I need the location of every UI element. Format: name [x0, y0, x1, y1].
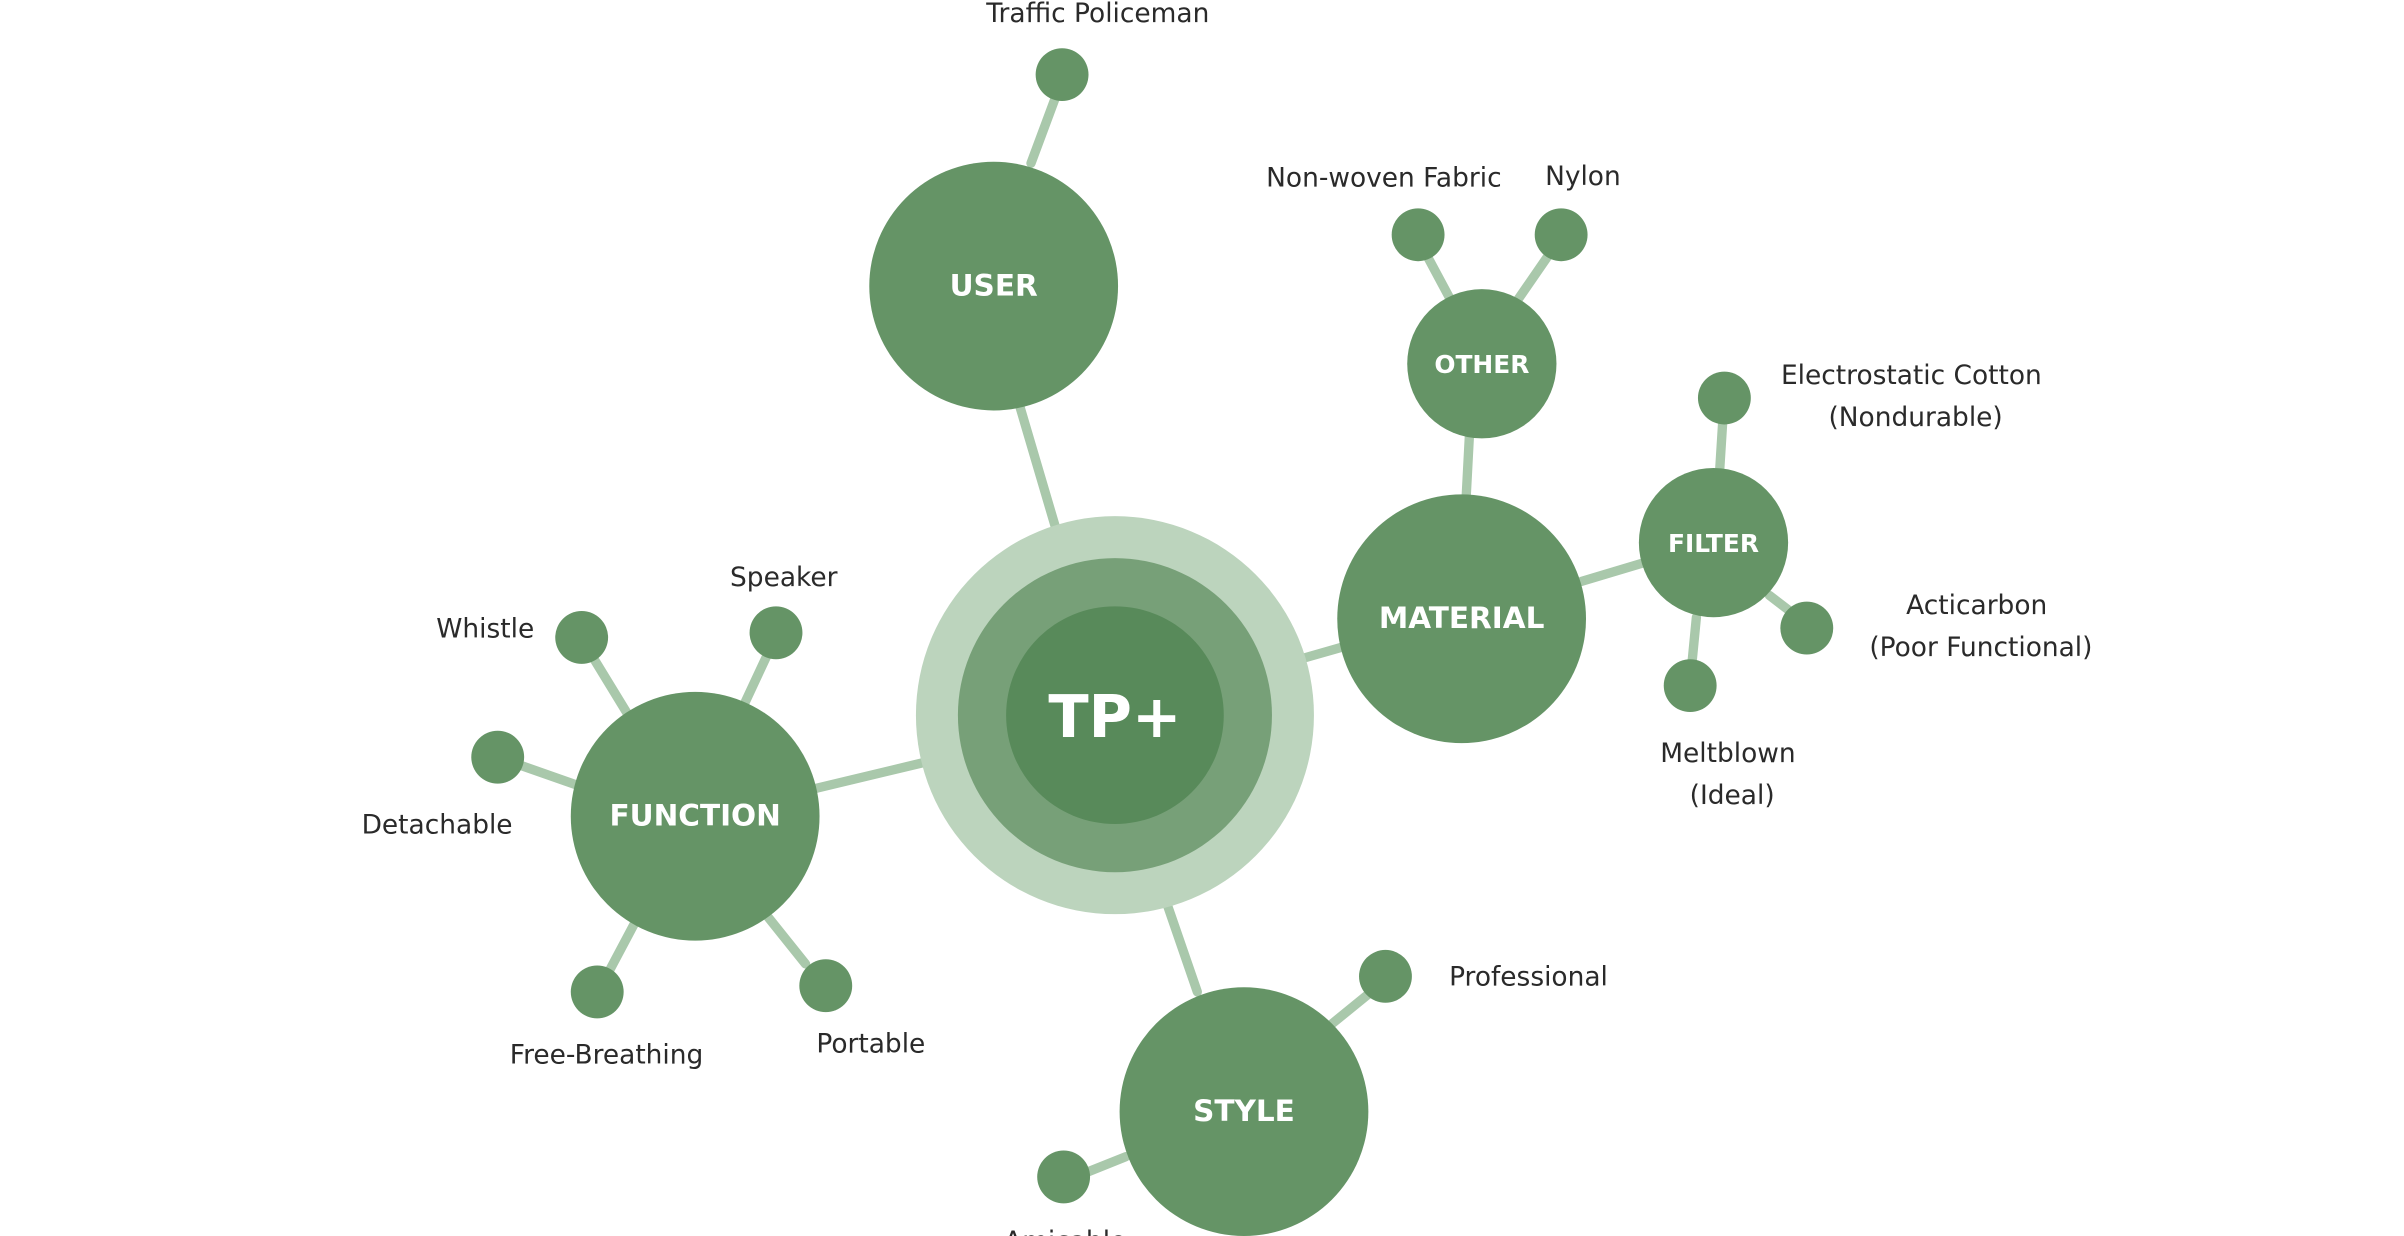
leaf-label-amicable: Amicable: [1004, 1226, 1126, 1236]
leaf-dot-free-breathing: [570, 965, 624, 1019]
leaf-dot-meltblown: [1663, 659, 1717, 713]
connector-function-portable: [763, 912, 811, 969]
filter-node: [1638, 467, 1789, 618]
connector-function-whistle: [589, 654, 633, 720]
connector-style-amicable: [1082, 1152, 1131, 1177]
leaf-label-meltblown: Meltblown (Ideal): [1660, 738, 1804, 811]
connector-hub-style: [1161, 897, 1203, 997]
connector-filter-electrostatic-cotton: [1715, 415, 1728, 475]
connector-hub-user: [1015, 402, 1061, 534]
connector-style-professional: [1326, 985, 1378, 1030]
leaf-label-traffic-policeman: Traffic Policeman: [985, 0, 1209, 29]
leaf-label-meltblown-line1: Meltblown: [1660, 738, 1795, 769]
leaf-label-acticarbon-line2: (Poor Functional): [1869, 632, 2092, 663]
filter-node-title: FILTER: [1668, 529, 1759, 558]
leaf-dots: [471, 48, 1834, 1204]
connector-function-detachable: [514, 760, 582, 790]
function-node: [570, 691, 820, 941]
leaf-label-whistle: Whistle: [436, 613, 534, 644]
leaf-label-speaker: Speaker: [730, 562, 838, 593]
material-node: [1337, 494, 1587, 744]
branch-material: MATERIAL: [1337, 494, 1587, 744]
leaf-dot-detachable: [471, 730, 525, 784]
leaf-label-electrostatic-cotton: Electrostatic Cotton (Nondurable): [1781, 360, 2050, 433]
leaf-dot-speaker: [749, 606, 803, 660]
connector-material-filter: [1576, 558, 1649, 587]
leaf-label-portable: Portable: [816, 1029, 925, 1060]
branch-style: STYLE: [1119, 987, 1369, 1236]
connector-other-non-woven-fabric: [1422, 251, 1456, 305]
leaf-label-electrostatic-cotton-line1: Electrostatic Cotton: [1781, 360, 2042, 391]
leaf-label-electrostatic-cotton-line2: (Nondurable): [1828, 402, 2002, 433]
leaf-dot-electrostatic-cotton: [1697, 371, 1751, 425]
hub-title: TP+: [1048, 682, 1181, 751]
connectors: [514, 91, 1801, 1177]
branch-other: OTHER: [1407, 289, 1557, 439]
connector-function-free-breathing: [604, 915, 641, 975]
leaf-dot-acticarbon: [1780, 601, 1834, 655]
leaf-dot-portable: [799, 959, 853, 1013]
other-node: [1407, 289, 1557, 439]
connector-filter-meltblown: [1687, 612, 1702, 671]
leaf-label-non-woven-fabric: Non-woven Fabric: [1266, 163, 1502, 194]
leaf-label-meltblown-line2: (Ideal): [1690, 780, 1775, 811]
leaf-dot-amicable: [1037, 1150, 1091, 1204]
function-node-title: FUNCTION: [609, 799, 780, 833]
other-node-title: OTHER: [1434, 350, 1529, 379]
leaf-dot-non-woven-fabric: [1391, 208, 1445, 262]
user-node-title: USER: [950, 268, 1038, 302]
material-node-title: MATERIAL: [1379, 601, 1545, 635]
leaf-labels: Traffic Policeman Non-woven Fabric Nylon…: [362, 0, 2093, 1236]
connector-hub-material: [1295, 642, 1349, 664]
leaf-dot-traffic-policeman: [1035, 48, 1089, 102]
user-node: [869, 161, 1119, 411]
leaf-label-acticarbon-line1: Acticarbon: [1906, 590, 2047, 621]
connector-other-nylon: [1512, 250, 1554, 305]
leaf-label-nylon: Nylon: [1545, 161, 1621, 192]
style-node: [1119, 987, 1369, 1236]
branch-user: USER: [869, 161, 1119, 411]
leaf-label-professional: Professional: [1449, 962, 1608, 993]
leaf-dot-whistle: [555, 611, 609, 664]
connector-function-speaker: [740, 651, 772, 708]
branch-nodes: USER OTHER MATERIAL FILTER FUNCTION STYL…: [570, 161, 1789, 1236]
leaf-label-free-breathing: Free-Breathing: [510, 1039, 703, 1070]
connector-user-traffic-policeman: [1026, 91, 1061, 168]
leaf-dot-professional: [1359, 949, 1412, 1003]
leaf-label-acticarbon: Acticarbon (Poor Functional): [1869, 590, 2092, 663]
central-hub: TP+: [915, 516, 1314, 915]
connector-hub-function: [811, 757, 932, 793]
leaf-dot-nylon: [1534, 208, 1588, 262]
branch-function: FUNCTION: [570, 691, 820, 941]
connector-material-other: [1461, 430, 1475, 500]
branch-filter: FILTER: [1638, 467, 1789, 618]
style-node-title: STYLE: [1193, 1094, 1295, 1128]
leaf-label-detachable: Detachable: [362, 809, 513, 840]
hub-inner-circle: [1006, 606, 1224, 824]
